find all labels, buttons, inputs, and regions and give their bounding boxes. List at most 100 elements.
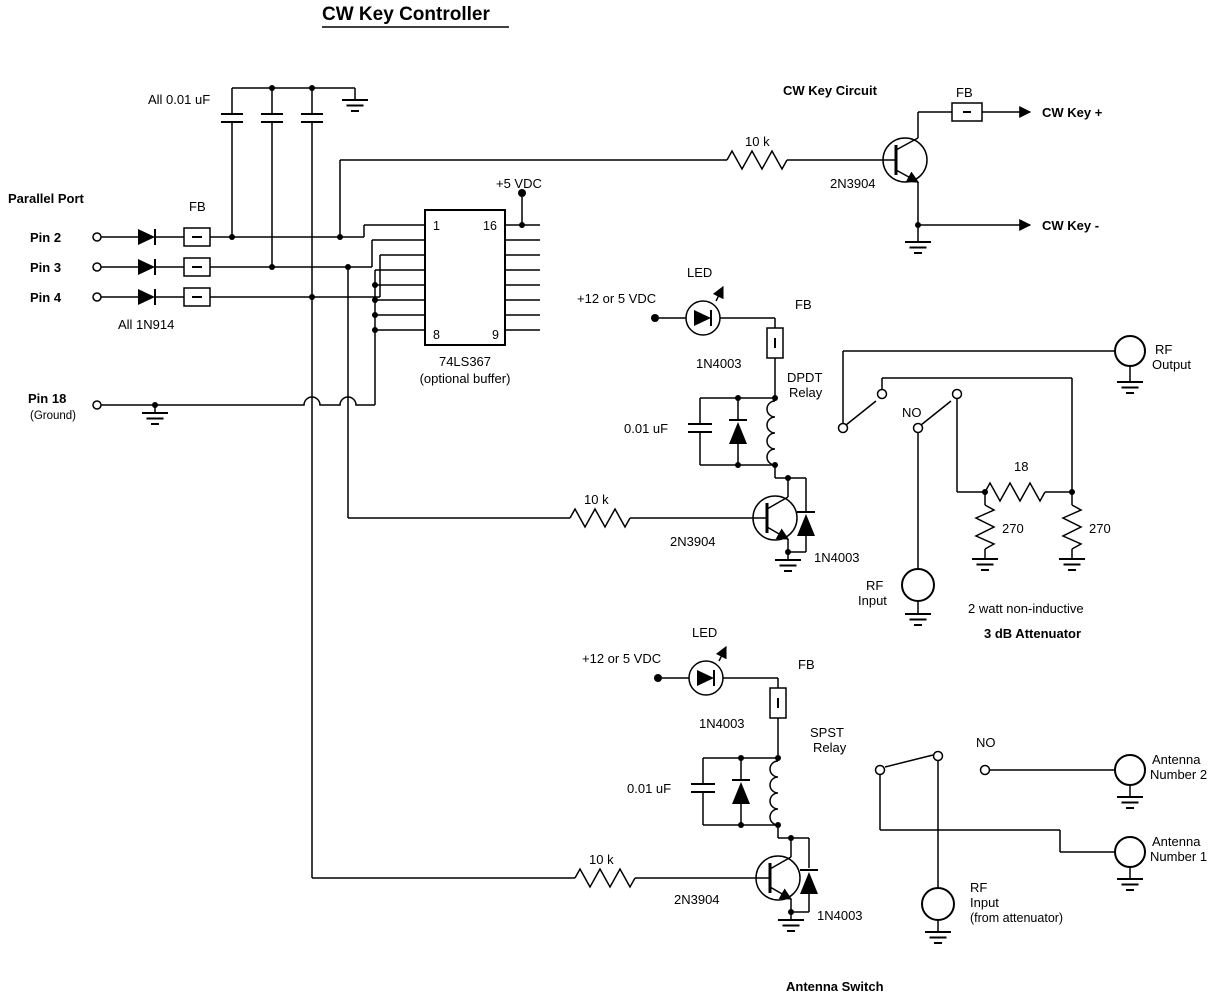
- relay2-type-label: SPST: [810, 725, 844, 740]
- ic-note-label: (optional buffer): [420, 371, 511, 386]
- resistor-symbol: [1061, 504, 1083, 550]
- rf-input-connector-1: [901, 568, 935, 626]
- rf-input-connector-2: [921, 887, 955, 944]
- pin18-label: Pin 18: [28, 391, 66, 406]
- relay2-fb-label: FB: [798, 657, 815, 672]
- relay2-flyback2-label: 1N4003: [817, 908, 863, 923]
- ground-symbol: [141, 412, 169, 425]
- resistor-symbol: [574, 867, 636, 889]
- antenna2-label-2: Number 2: [1150, 767, 1207, 782]
- relay1-cap-label: 0.01 uF: [624, 421, 668, 436]
- contact-wiper: [920, 400, 952, 426]
- schematic-title: CW Key Controller: [322, 4, 490, 25]
- relay2-cap-label: 0.01 uF: [627, 781, 671, 796]
- diodes-note-label: All 1N914: [118, 317, 174, 332]
- led-symbol: [688, 645, 727, 696]
- cw-key-heading: CW Key Circuit: [783, 83, 878, 98]
- coax-connector: [921, 887, 955, 921]
- supply-terminal-dot: [518, 189, 526, 197]
- coax-connector: [1114, 836, 1146, 868]
- relay1-fb-label: FB: [795, 297, 812, 312]
- ground-symbol: [924, 931, 952, 944]
- pin2-terminal: [92, 232, 102, 242]
- rf-output-label-1: RF: [1155, 342, 1172, 357]
- contact-wiper: [884, 754, 934, 768]
- coax-connector: [1114, 754, 1146, 786]
- relay1-resistor-label: 10 k: [584, 492, 609, 507]
- pin18-ground-label: (Ground): [30, 410, 76, 422]
- coax-connector: [1114, 335, 1146, 367]
- ground-symbol: [971, 558, 999, 571]
- relay1-contacts: [837, 350, 1115, 569]
- buffer-ic: [424, 189, 540, 346]
- relay1-led-label: LED: [687, 265, 712, 280]
- ground-symbol: [1116, 796, 1144, 809]
- cw-key-circuit: [340, 102, 1032, 254]
- ground-symbol: [1116, 381, 1144, 394]
- relay-coil-symbol: [766, 400, 776, 466]
- contact-no: [979, 764, 991, 776]
- contact-pole: [932, 750, 944, 762]
- rf-input2-label-3: (from attenuator): [970, 911, 1063, 925]
- antenna-switch-heading: Antenna Switch: [786, 979, 884, 994]
- ground-symbol: [1116, 878, 1144, 891]
- ground-symbol: [904, 613, 932, 626]
- pin2-label: Pin 2: [30, 230, 61, 245]
- ground-symbol: [1058, 558, 1086, 571]
- signal-bus: [311, 160, 349, 878]
- ic-part-label: 74LS367: [439, 354, 491, 369]
- relay2-driver: [312, 645, 818, 932]
- ground-symbol: [904, 241, 932, 254]
- diode-1n914-symbol: [138, 259, 155, 275]
- antenna1-label-2: Number 1: [1150, 849, 1207, 864]
- ic-pin1-label: 1: [433, 219, 440, 233]
- attenuator: [971, 481, 1086, 571]
- relay2-supply-label: +12 or 5 VDC: [582, 651, 661, 666]
- antenna1-label-1: Antenna: [1152, 834, 1201, 849]
- antenna2-label-1: Antenna: [1152, 752, 1201, 767]
- relay2-led-label: LED: [692, 625, 717, 640]
- ic-body: [424, 209, 506, 346]
- ground-symbol: [774, 559, 802, 572]
- relay2-no-label: NO: [976, 735, 996, 750]
- ic-supply-label: +5 VDC: [496, 176, 542, 191]
- relay2-flyback1-label: 1N4003: [699, 716, 745, 731]
- relay1-transistor-label: 2N3904: [670, 534, 716, 549]
- antenna1-connector: [1114, 836, 1146, 891]
- attenuator-heading: 3 dB Attenuator: [984, 626, 1081, 641]
- ic-pin9-label: 9: [492, 328, 499, 342]
- resistor-symbol: [974, 504, 996, 550]
- diode-1n4003-symbol: [800, 872, 818, 894]
- pin4-label: Pin 4: [30, 290, 62, 305]
- relay2-relay-label: Relay: [813, 740, 847, 755]
- relay1-relay-label: Relay: [789, 385, 823, 400]
- cw-resistor-label: 10 k: [745, 134, 770, 149]
- contact-no: [951, 388, 963, 400]
- cw-key-minus-label: CW Key -: [1042, 218, 1099, 233]
- resistor-symbol: [984, 481, 1046, 503]
- ic-pin8-label: 8: [433, 328, 440, 342]
- pin18-terminal: [92, 400, 102, 410]
- pin3-label: Pin 3: [30, 260, 61, 275]
- rf-output-label-2: Output: [1152, 357, 1191, 372]
- parallel-port-heading: Parallel Port: [8, 191, 85, 206]
- relay1-supply-label: +12 or 5 VDC: [577, 291, 656, 306]
- contact-nc: [874, 764, 886, 776]
- rf-input-label-1: RF: [866, 578, 883, 593]
- supply-terminal-dot: [654, 674, 662, 682]
- pin18-ground-line: [92, 269, 425, 425]
- relay1-type-label: DPDT: [787, 370, 822, 385]
- relay-coil-symbol: [769, 760, 779, 826]
- pin3-terminal: [92, 262, 102, 272]
- relay2-resistor-label: 10 k: [589, 852, 614, 867]
- cw-key-plus-label: CW Key +: [1042, 105, 1103, 120]
- rf-input-label-2: Input: [858, 593, 887, 608]
- attenuator-series-label: 18: [1014, 459, 1028, 474]
- contact-pole: [837, 422, 849, 434]
- cw-transistor-label: 2N3904: [830, 176, 876, 191]
- npn-transistor-symbol: [882, 137, 928, 183]
- led-symbol: [685, 285, 724, 336]
- antenna2-connector: [1114, 754, 1146, 809]
